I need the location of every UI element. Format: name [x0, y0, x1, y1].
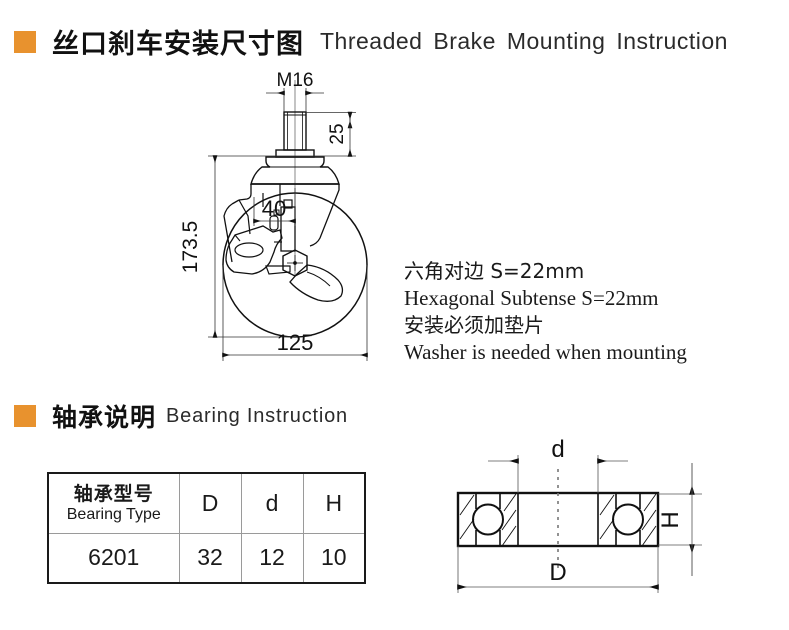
section-marker-icon	[14, 405, 36, 427]
table-header-bearing-type: 轴承型号 Bearing Type	[47, 472, 180, 534]
table-header-bearing-type-en: Bearing Type	[66, 505, 161, 523]
caster-technical-drawing: M16 25 173.5 40 125	[170, 66, 430, 381]
table-cell-D: 32	[178, 532, 242, 584]
table-header-H: H	[302, 472, 366, 534]
bearing-dimension-label-d: d	[551, 436, 564, 463]
dimension-label-wheel-diameter: 125	[277, 330, 314, 355]
table-row: 6201 32 12 10	[47, 532, 366, 584]
table-cell-bearing-type: 6201	[47, 532, 180, 584]
bearing-dimension-label-D: D	[549, 559, 566, 586]
table-cell-d: 12	[240, 532, 304, 584]
dimension-label-total-height: 173.5	[179, 221, 202, 274]
mounting-notes: 六角对边 S=22mm Hexagonal Subtense S=22mm 安装…	[404, 258, 687, 366]
section-title-cn: 丝口刹车安装尺寸图	[52, 29, 304, 60]
bearing-cross-section-drawing: d D H	[430, 435, 720, 610]
note-hexagonal-subtense-en: Hexagonal Subtense S=22mm	[404, 286, 659, 310]
note-hexagonal-subtense-cn: 六角对边 S=22mm	[404, 259, 585, 283]
section-title-en: Threaded Brake Mounting Instruction	[320, 28, 728, 54]
dimension-label-stem-height: 25	[327, 123, 348, 144]
section-header-bearing: 轴承说明 Bearing Instruction	[14, 398, 348, 434]
section-title-cn: 轴承说明	[52, 403, 157, 432]
table-cell-H: 10	[302, 532, 366, 584]
section-marker-icon	[14, 30, 36, 53]
dimension-label-m16: M16	[277, 70, 314, 91]
note-washer-en: Washer is needed when mounting	[404, 340, 687, 364]
bearing-spec-table: 轴承型号 Bearing Type D d H 6201 32 12 10	[47, 472, 366, 584]
table-header-bearing-type-cn: 轴承型号	[73, 482, 154, 505]
bearing-dimension-label-H: H	[657, 511, 684, 528]
table-header-row: 轴承型号 Bearing Type D d H	[47, 472, 366, 534]
note-washer-cn: 安装必须加垫片	[404, 313, 544, 337]
section-title-en: Bearing Instruction	[166, 404, 348, 427]
dimension-label-plate-offset: 40	[262, 196, 286, 221]
table-header-d: d	[240, 472, 304, 534]
section-header-threaded-brake: 丝口刹车安装尺寸图 Threaded Brake Mounting Instru…	[14, 22, 728, 61]
table-header-D: D	[178, 472, 242, 534]
